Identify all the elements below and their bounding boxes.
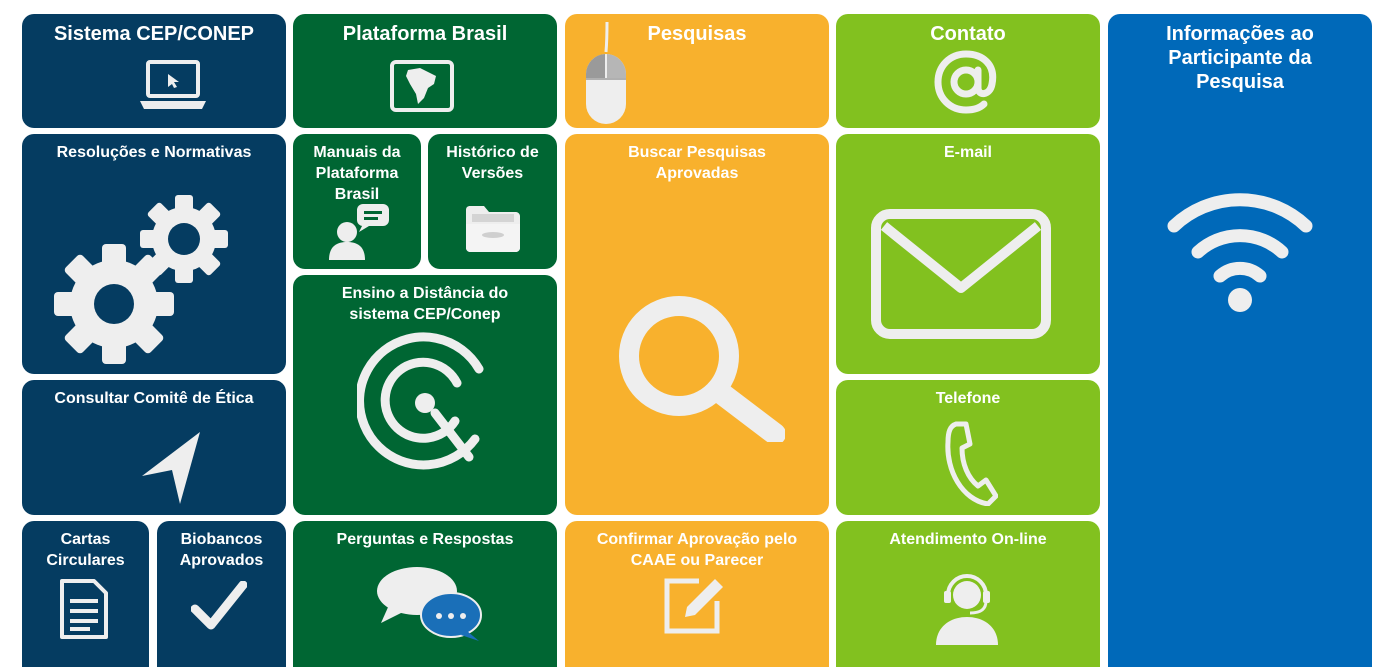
tile-historico-versoes[interactable]: Histórico de Versões	[428, 134, 557, 269]
checkmark-icon	[191, 581, 247, 630]
location-arrow-icon	[142, 432, 200, 504]
search-icon	[619, 296, 785, 442]
tile-title-line3: Pesquisa	[1196, 71, 1284, 93]
gears-icon	[54, 195, 228, 364]
tile-plataforma-brasil[interactable]: Plataforma Brasil	[293, 14, 557, 128]
tile-title-line2: Participante da	[1168, 47, 1312, 69]
tile-title: Perguntas e Respostas	[336, 531, 514, 548]
tile-pesquisas[interactable]: Pesquisas	[565, 14, 829, 128]
chat-bubbles-icon	[377, 567, 482, 641]
tile-buscar-pesquisas[interactable]: Buscar Pesquisas Aprovadas	[565, 134, 829, 515]
tile-title: Sistema CEP/CONEP	[53, 23, 255, 45]
tile-title-line1: Ensino a Distância do	[341, 285, 509, 302]
tile-title-line1: Manuais da	[313, 144, 401, 161]
tile-title: Pesquisas	[647, 23, 747, 45]
folder-icon	[466, 206, 520, 252]
tile-title-line1: Histórico de	[446, 144, 539, 161]
tile-title-line3: Brasil	[334, 186, 380, 203]
tile-informacoes-participante[interactable]: Informações ao Participante da Pesquisa	[1108, 14, 1372, 667]
person-chat-icon	[329, 204, 389, 260]
tile-title-line1: Cartas	[60, 531, 111, 548]
tile-title: Atendimento On-line	[889, 531, 1047, 548]
tile-title: Resoluções e Normativas	[56, 144, 252, 161]
at-icon	[934, 50, 997, 114]
tile-atendimento-online[interactable]: Atendimento On-line	[836, 521, 1100, 667]
tile-manuais-plataforma[interactable]: Manuais da Plataforma Brasil	[293, 134, 421, 269]
map-icon	[390, 60, 454, 112]
wifi-icon	[1167, 193, 1313, 312]
tile-title: E-mail	[943, 144, 992, 161]
tile-title: Consultar Comitê de Ética	[54, 390, 254, 407]
tile-title-line2: Plataforma	[315, 165, 399, 182]
tile-telefone[interactable]: Telefone	[836, 380, 1100, 515]
tile-title-line2: CAAE ou Parecer	[630, 552, 764, 569]
tile-biobancos-aprovados[interactable]: Biobancos Aprovados	[157, 521, 286, 667]
tile-title-line1: Confirmar Aprovação pelo	[596, 531, 798, 548]
tile-title-line2: Circulares	[46, 552, 125, 569]
document-icon	[60, 579, 108, 639]
tile-title-line2: Aprovadas	[655, 165, 739, 182]
tile-title-line1: Biobancos	[180, 531, 263, 548]
tile-resolucoes-normativas[interactable]: Resoluções e Normativas	[22, 134, 286, 374]
phone-icon	[945, 421, 998, 506]
tile-title-line2: Versões	[461, 165, 524, 182]
ead-logo-icon	[357, 332, 484, 470]
tile-contato[interactable]: Contato	[836, 14, 1100, 128]
tile-title-line1: Buscar Pesquisas	[628, 144, 766, 161]
tile-consultar-comite[interactable]: Consultar Comitê de Ética	[22, 380, 286, 515]
edit-icon	[664, 578, 723, 634]
tile-title-line2: sistema CEP/Conep	[349, 306, 501, 323]
tile-email[interactable]: E-mail	[836, 134, 1100, 374]
laptop-icon	[140, 60, 206, 109]
tile-cartas-circulares[interactable]: Cartas Circulares	[22, 521, 149, 667]
tile-perguntas-respostas[interactable]: Perguntas e Respostas	[293, 521, 557, 667]
tile-ensino-distancia[interactable]: Ensino a Distância do sistema CEP/Conep	[293, 275, 557, 515]
tile-title: Contato	[930, 23, 1006, 45]
tile-sistema-cep-conep[interactable]: Sistema CEP/CONEP	[22, 14, 286, 128]
tile-title-line1: Informações ao	[1166, 23, 1314, 45]
tile-title: Telefone	[935, 390, 1001, 407]
envelope-icon	[871, 209, 1051, 339]
mouse-icon	[586, 22, 626, 124]
headset-icon	[936, 574, 998, 645]
tile-title-line2: Aprovados	[179, 552, 264, 569]
tile-confirmar-aprovacao[interactable]: Confirmar Aprovação pelo CAAE ou Parecer	[565, 521, 829, 667]
tile-title: Plataforma Brasil	[342, 23, 508, 45]
